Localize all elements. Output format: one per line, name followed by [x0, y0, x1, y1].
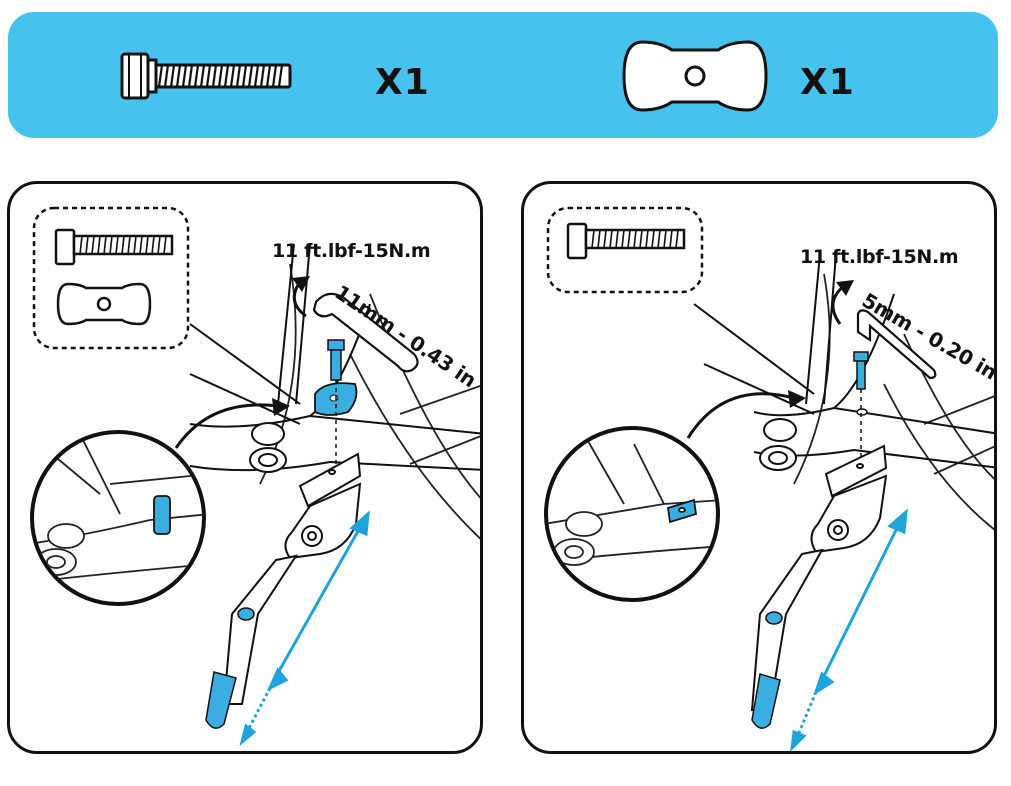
kickstand-diagram-wrench	[30, 206, 480, 747]
length-adjust-arrow	[239, 510, 370, 747]
zoom-arrow	[686, 392, 795, 439]
parts-callout	[32, 206, 190, 350]
parts-callout	[546, 206, 704, 294]
length-adjust-arrow	[790, 508, 908, 751]
bike-frame	[189, 243, 480, 473]
plate-nut-icon	[56, 282, 152, 326]
plate-quantity: X1	[800, 62, 855, 103]
bolt-highlight	[327, 339, 345, 484]
rotation-arrow	[831, 284, 845, 325]
zoom-detail	[30, 430, 206, 606]
torque-spec: 11 ft.lbf-15N.m	[800, 246, 959, 268]
foot-highlight	[751, 673, 781, 729]
bike-frame	[693, 253, 994, 471]
torque-spec: 11 ft.lbf-15N.m	[272, 240, 431, 262]
bolt-icon	[118, 50, 298, 102]
step-panel-hex-key: 11 ft.lbf-15N.m 5mm - 0.20 in	[521, 181, 997, 754]
bolt-highlight	[853, 351, 869, 474]
kickstand	[222, 452, 362, 705]
foot-highlight	[205, 671, 237, 729]
kickstand-diagram-hex-key	[544, 206, 994, 751]
leg-marker	[765, 611, 783, 625]
hex-key-tool	[856, 309, 937, 380]
wrench-tool	[312, 292, 419, 373]
zoom-arrow	[174, 403, 279, 449]
plate-nut-icon	[620, 38, 770, 114]
bolt-icon	[566, 222, 686, 260]
kickstand	[750, 444, 888, 711]
zoom-detail	[544, 426, 720, 602]
bolt-icon	[54, 228, 174, 266]
parts-header: X1 X1	[8, 12, 998, 138]
bolt-quantity: X1	[375, 62, 430, 103]
leg-marker	[237, 607, 255, 621]
step-panel-wrench: 11 ft.lbf-15N.m 11mm - 0.43 in	[7, 181, 483, 754]
